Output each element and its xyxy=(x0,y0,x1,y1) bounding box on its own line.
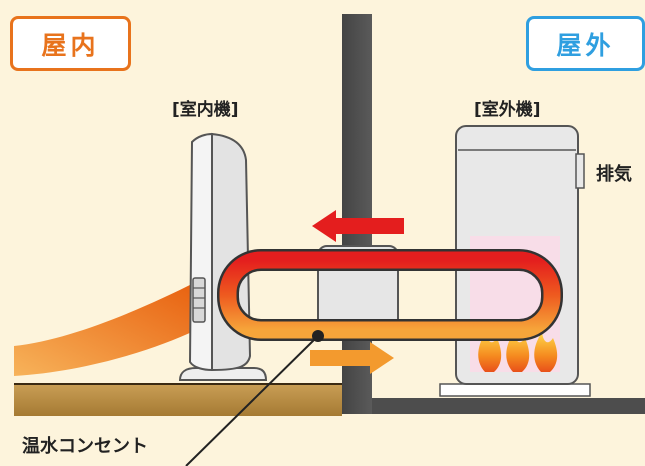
outdoor-unit-label: [室外機] xyxy=(474,100,541,120)
exhaust-label: 排気 xyxy=(596,164,632,185)
hot-flow-arrow xyxy=(312,210,404,242)
outdoor-ground xyxy=(342,398,645,414)
warm-air-stream xyxy=(14,282,196,376)
outlet-pointer-dot xyxy=(312,330,324,342)
indoor-badge: 屋内 xyxy=(10,16,131,71)
hot-water-pipe-loop xyxy=(217,249,563,341)
return-flow-arrow xyxy=(310,342,394,374)
outdoor-badge: 屋外 xyxy=(526,16,645,71)
outlet-label: 温水コンセント xyxy=(22,436,148,457)
wall xyxy=(342,14,372,414)
burner-flames xyxy=(478,332,558,372)
indoor-unit-label: [室内機] xyxy=(172,100,239,120)
indoor-floor xyxy=(14,383,342,416)
outlet-pointer-line xyxy=(185,335,319,466)
